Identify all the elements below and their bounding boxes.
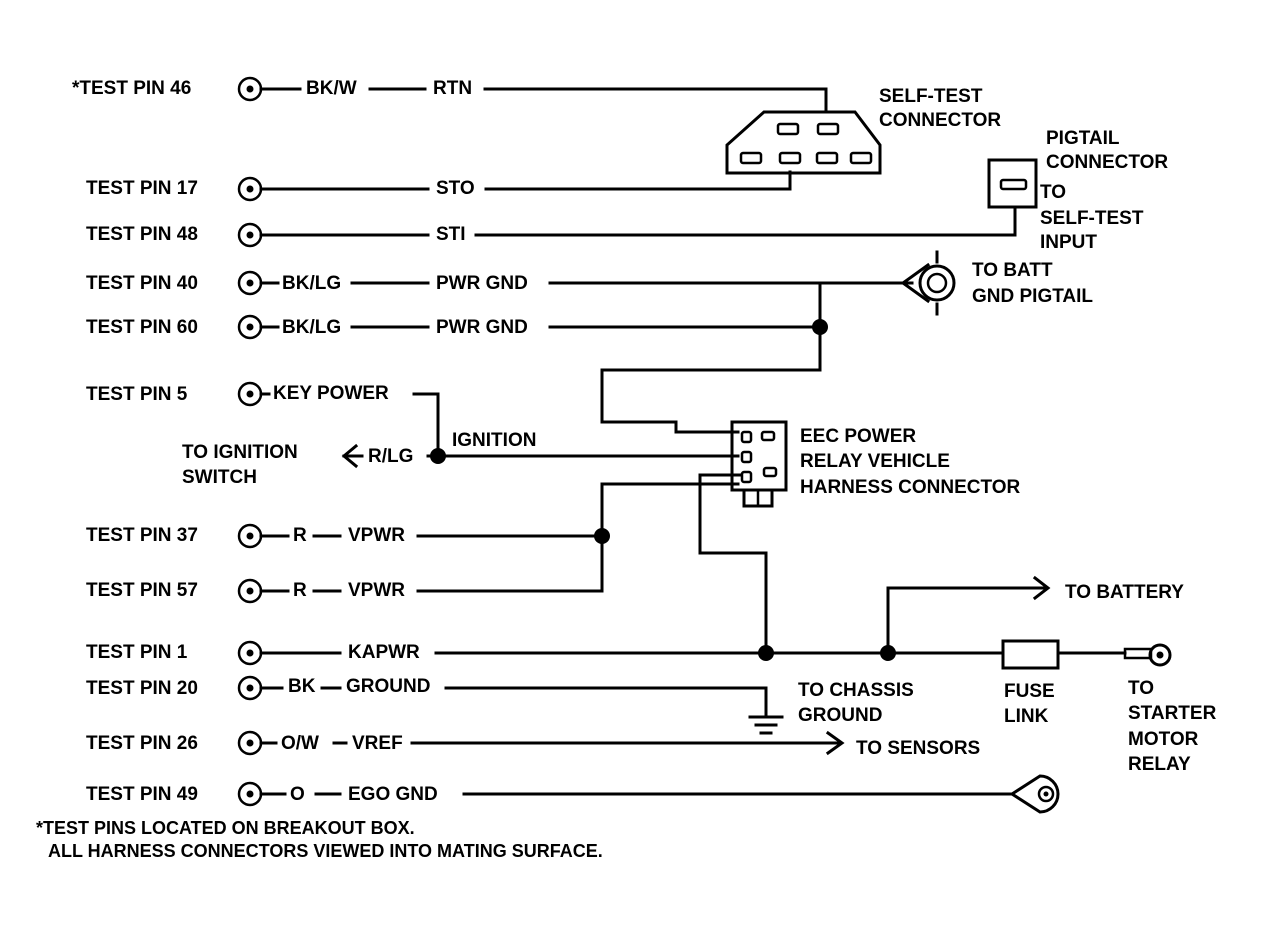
to-starter-label-1: TO xyxy=(1128,678,1154,699)
wire-37-color: R xyxy=(293,525,307,546)
to-ignition-switch-label-2: SWITCH xyxy=(182,467,257,488)
eec-relay-label-2: RELAY VEHICLE xyxy=(800,451,950,472)
self-test-connector-icon xyxy=(725,110,882,175)
wire-37-signal: VPWR xyxy=(348,525,405,546)
pin-17-label: TEST PIN 17 xyxy=(86,178,198,199)
chassis-ground-icon xyxy=(748,715,784,735)
ignition-label: IGNITION xyxy=(452,430,536,451)
self-test-connector-label-2: CONNECTOR xyxy=(879,110,1001,131)
pin-37-label: TEST PIN 37 xyxy=(86,525,198,546)
pin-46-label: *TEST PIN 46 xyxy=(72,78,191,99)
wire-5-signal: KEY POWER xyxy=(273,383,389,404)
fuse-link-label-2: LINK xyxy=(1004,706,1049,727)
pin-terminal-20-icon xyxy=(237,675,263,701)
to-starter-label-4: RELAY xyxy=(1128,754,1191,775)
to-battery-label: TO BATTERY xyxy=(1065,582,1184,603)
pin-40-label: TEST PIN 40 xyxy=(86,273,198,294)
wire-60-color: BK/LG xyxy=(282,317,341,338)
pin-terminal-40-icon xyxy=(237,270,263,296)
to-chassis-ground-label-2: GROUND xyxy=(798,705,882,726)
footnote-line-1: *TEST PINS LOCATED ON BREAKOUT BOX. xyxy=(36,818,415,838)
pin-1-label: TEST PIN 1 xyxy=(86,642,188,663)
pin-terminal-57-icon xyxy=(237,578,263,604)
to-starter-label-2: STARTER xyxy=(1128,703,1217,724)
to-starter-label-3: MOTOR xyxy=(1128,729,1199,750)
eec-power-relay-connector-icon xyxy=(730,420,788,508)
to-batt-gnd-label-2: GND PIGTAIL xyxy=(972,286,1093,307)
pin-terminal-37-icon xyxy=(237,523,263,549)
pin-terminal-49-icon xyxy=(237,781,263,807)
pin-20-label: TEST PIN 20 xyxy=(86,678,198,699)
ego-ground-eyelet-icon xyxy=(1009,774,1060,814)
to-ignition-switch-label-1: TO IGNITION xyxy=(182,442,298,463)
wire-48-signal: STI xyxy=(436,224,466,245)
fuse-link-icon xyxy=(1001,639,1060,670)
wire-17-signal: STO xyxy=(436,178,475,199)
to-self-test-input-label-2: SELF-TEST xyxy=(1040,208,1144,229)
wire-49-signal: EGO GND xyxy=(348,784,438,805)
wire-rlg-label: R/LG xyxy=(368,446,413,467)
to-battery-arrow-icon xyxy=(1032,575,1051,601)
pin-60-label: TEST PIN 60 xyxy=(86,317,198,338)
pigtail-connector-label-1: PIGTAIL xyxy=(1046,128,1120,149)
pin-26-label: TEST PIN 26 xyxy=(86,733,198,754)
pin-terminal-26-icon xyxy=(237,730,263,756)
pin-terminal-46-icon xyxy=(237,76,263,102)
self-test-connector-label-1: SELF-TEST xyxy=(879,86,983,107)
splice-dots xyxy=(430,319,896,661)
wire-60-signal: PWR GND xyxy=(436,317,528,338)
fuse-link-label-1: FUSE xyxy=(1004,681,1055,702)
pin-terminal-17-icon xyxy=(237,176,263,202)
to-sensors-arrow-icon xyxy=(825,730,845,756)
starter-relay-terminal-icon xyxy=(1123,643,1172,667)
wire-1-signal: KAPWR xyxy=(348,642,420,663)
wire-57-signal: VPWR xyxy=(348,580,405,601)
pin-terminal-5-icon xyxy=(237,381,263,407)
to-self-test-input-label-3: INPUT xyxy=(1040,232,1097,253)
wire-57-color: R xyxy=(293,580,307,601)
pin-terminal-60-icon xyxy=(237,314,263,340)
wire-49-color: O xyxy=(290,784,305,805)
to-chassis-ground-label-1: TO CHASSIS xyxy=(798,680,914,701)
wire-20-color: BK xyxy=(288,676,316,697)
pin-5-label: TEST PIN 5 xyxy=(86,384,188,405)
wire-46-signal: RTN xyxy=(433,78,472,99)
footnote-line-2: ALL HARNESS CONNECTORS VIEWED INTO MATIN… xyxy=(48,841,603,861)
to-sensors-label: TO SENSORS xyxy=(856,738,980,759)
pin-48-label: TEST PIN 48 xyxy=(86,224,198,245)
wire-46-color: BK/W xyxy=(306,78,357,99)
to-self-test-input-label-1: TO xyxy=(1040,182,1066,203)
to-batt-gnd-label-1: TO BATT xyxy=(972,260,1053,281)
to-ignition-arrow-icon xyxy=(341,443,364,469)
battery-ground-terminal-icon xyxy=(900,250,956,316)
pin-57-label: TEST PIN 57 xyxy=(86,580,198,601)
pigtail-connector-icon xyxy=(987,158,1038,209)
pin-terminal-1-icon xyxy=(237,640,263,666)
pin-terminal-48-icon xyxy=(237,222,263,248)
eec-relay-label-1: EEC POWER xyxy=(800,426,916,447)
wire-40-color: BK/LG xyxy=(282,273,341,294)
wire-26-signal: VREF xyxy=(352,733,403,754)
wire-20-signal: GROUND xyxy=(346,676,430,697)
wire-26-color: O/W xyxy=(281,733,319,754)
pigtail-connector-label-2: CONNECTOR xyxy=(1046,152,1168,173)
wire-40-signal: PWR GND xyxy=(436,273,528,294)
pin-49-label: TEST PIN 49 xyxy=(86,784,198,805)
eec-relay-label-3: HARNESS CONNECTOR xyxy=(800,477,1021,498)
